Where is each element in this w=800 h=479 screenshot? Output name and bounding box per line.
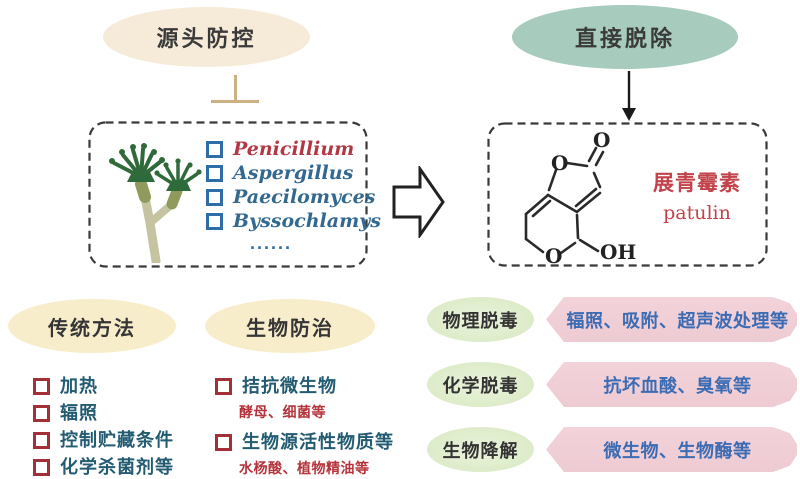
list-item: 加热 [33,376,174,396]
biological-control-ellipse: 生物防治 [205,299,375,353]
biological-control-label: 生物防治 [246,317,334,340]
list-item: 化学杀菌剂等 [33,457,174,477]
square-bullet-icon [206,188,223,206]
traditional-methods-label: 传统方法 [48,317,136,340]
list-item: 辐照 [33,403,174,423]
biological-control-list: 拮抗微生物 酵母、细菌等 生物源活性物质等 水杨酸、植物精油等 [215,376,394,478]
down-arrow-icon [622,71,636,121]
biodegradation-ellipse: 生物降解 [427,427,534,472]
species-item: Byssochlamys [206,209,381,233]
physical-detox-detail: 辐照、吸附、超声波处理等 [546,297,797,342]
hydroxyl-label: OH [600,240,636,264]
patulin-structure: O O O OH [524,128,636,264]
toxin-name-cn: 展青霉素 [653,172,741,195]
right-block-arrow-icon [392,166,445,238]
species-ellipsis: ...... [249,233,292,253]
direct-removal-label: 直接脱除 [574,26,675,51]
toxin-name-en: patulin [663,202,731,224]
inhibition-bar-icon [211,100,259,103]
ring-oxygen-bottom-label: O [545,244,562,264]
square-bullet-icon [206,212,223,230]
square-bullet-icon [206,164,223,182]
carbonyl-oxygen-label: O [593,128,610,152]
chemical-detox-detail: 抗坏血酸、臭氧等 [546,362,797,407]
chemical-detox-ellipse: 化学脱毒 [427,362,534,407]
toxin-name: 展青霉素 patulin [636,167,758,224]
source-control-ellipse: 源头防控 [103,7,310,67]
list-item: 拮抗微生物 [215,376,394,396]
physical-detox-ellipse: 物理脱毒 [427,297,534,342]
list-subitem: 水杨酸、植物精油等 [239,460,370,476]
square-bullet-icon [206,140,223,158]
square-bullet-icon [33,431,50,449]
fungi-species-list: Penicillium Aspergillus Paecilomyces Bys… [206,137,381,255]
square-bullet-icon [215,433,232,451]
square-bullet-icon [33,458,50,476]
square-bullet-icon [33,404,50,422]
square-bullet-icon [33,377,50,395]
list-item: 生物源活性物质等 [215,432,394,452]
species-item: Penicillium [206,137,381,161]
direct-removal-ellipse: 直接脱除 [512,5,738,69]
biodegradation-detail: 微生物、生物酶等 [546,427,797,472]
square-bullet-icon [215,377,232,395]
patulin-box-border [487,122,768,267]
traditional-methods-ellipse: 传统方法 [8,299,176,353]
penicillium-illustration [109,143,202,263]
species-item: Paecilomyces [206,185,381,209]
list-subitem: 酵母、细菌等 [239,404,326,420]
fungi-box-border [88,121,368,268]
traditional-methods-list: 加热 辐照 控制贮藏条件 化学杀菌剂等 [33,376,174,477]
inhibition-bar-stem [234,75,237,101]
ring-oxygen-top-label: O [551,151,568,175]
list-item: 控制贮藏条件 [33,430,174,450]
species-item: Aspergillus [206,161,381,185]
source-control-label: 源头防控 [156,26,257,51]
